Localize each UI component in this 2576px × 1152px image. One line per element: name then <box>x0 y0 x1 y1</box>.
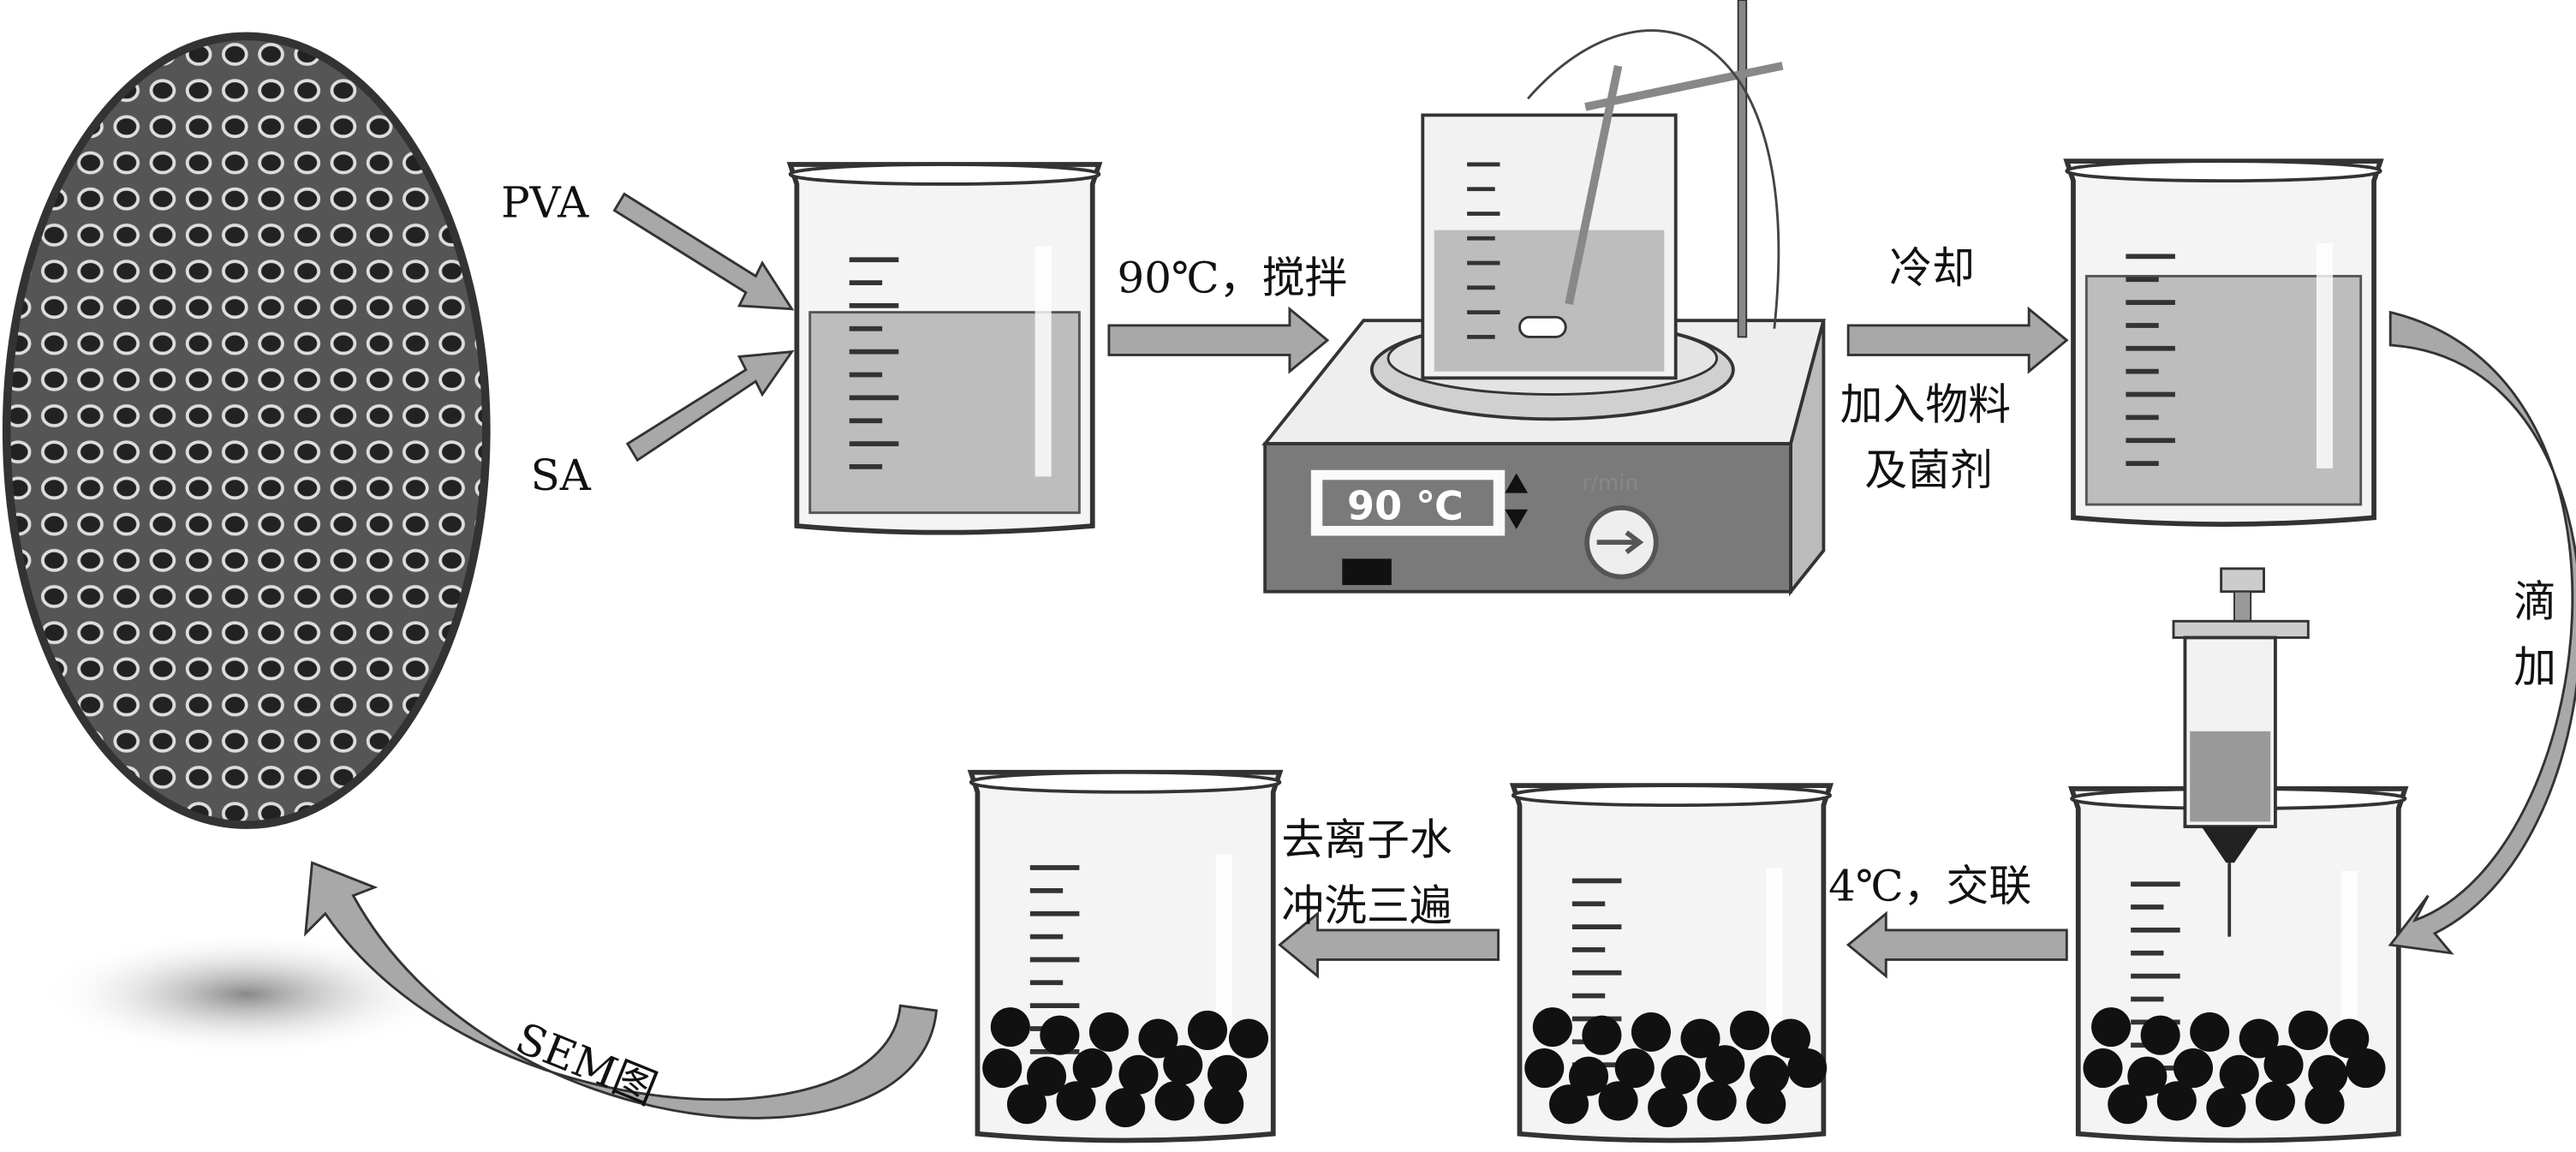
sem-micrograph <box>2 32 491 829</box>
label-add-material-1: 加入物料 <box>1840 379 2011 429</box>
hydrogel-bead <box>1163 1045 1203 1085</box>
temperature-up-down-icon <box>1505 473 1529 529</box>
label-heat-stir: 90℃，搅拌 <box>1117 254 1347 303</box>
hydrogel-bead <box>1228 1018 1268 1059</box>
hydrogel-bead <box>1705 1045 1745 1085</box>
hydrogel-bead <box>1787 1048 1828 1089</box>
hydrogel-bead <box>2329 1018 2370 1059</box>
magnetic-stirrer-hotplate: 90 ℃ r/min <box>1261 0 1826 597</box>
hydrogel-bead <box>1026 1056 1067 1096</box>
label-rinse-2: 冲洗三遍 <box>1281 880 1452 930</box>
beaker-rinsed-beads <box>967 769 1284 1143</box>
hydrogel-bead <box>1696 1081 1737 1121</box>
hydrogel-bead <box>2308 1054 2348 1095</box>
label-sa: SA <box>531 451 592 500</box>
hydrogel-bead <box>1569 1056 1609 1096</box>
arrow-to-rinse <box>1278 910 1500 979</box>
temperature-display: 90 ℃ <box>1347 482 1464 528</box>
hydrogel-bead <box>2190 1012 2230 1052</box>
stir-bar-icon <box>1518 315 1567 338</box>
hydrogel-bead <box>990 1007 1030 1048</box>
hydrogel-bead <box>1040 1015 1080 1055</box>
hydrogel-bead <box>1524 1048 1565 1089</box>
hydrogel-bead <box>1208 1054 1248 1095</box>
label-drip-1: 滴 <box>2513 577 2556 627</box>
hydrogel-bead <box>1631 1012 1671 1052</box>
hydrogel-bead <box>1138 1018 1178 1059</box>
hydrogel-bead <box>2156 1081 2197 1121</box>
arrow-sa <box>625 349 795 463</box>
hydrogel-bead <box>1614 1048 1655 1089</box>
hydrogel-bead <box>2174 1048 2214 1089</box>
arrow-to-sem <box>304 861 939 1119</box>
hydrogel-bead <box>1118 1054 1159 1095</box>
hydrogel-bead <box>2288 1010 2329 1050</box>
hydrogel-bead <box>1088 1012 1129 1052</box>
hydrogel-bead <box>1661 1054 1701 1095</box>
hydrogel-bead <box>2140 1015 2180 1055</box>
hydrogel-bead <box>2083 1048 2123 1089</box>
beaker-cooled-mixture <box>2063 158 2384 527</box>
hydrogel-bead <box>2346 1048 2386 1089</box>
label-add-material-2: 及菌剂 <box>1864 445 1993 495</box>
hydrogel-bead <box>2255 1081 2295 1121</box>
beaker-crosslinked-beads <box>1509 783 1834 1143</box>
hydrogel-bead <box>2108 1084 2148 1125</box>
beaker-crosslink <box>2068 786 2409 1143</box>
arrow-drip <box>2388 310 2576 955</box>
hydrogel-bead <box>1154 1081 1195 1121</box>
syringe-icon <box>2172 567 2310 937</box>
hydrogel-bead <box>1771 1018 1811 1059</box>
arrow-pva <box>612 192 795 311</box>
hydrogel-bead <box>1532 1007 1572 1048</box>
hydrogel-bead <box>2206 1088 2246 1128</box>
power-switch <box>1342 558 1392 586</box>
hydrogel-bead <box>982 1048 1023 1089</box>
hydrogel-bead <box>1680 1018 1720 1059</box>
hydrogel-bead <box>2305 1084 2345 1125</box>
label-sem: SEM图 <box>509 1013 664 1114</box>
hydrogel-bead <box>1549 1084 1589 1125</box>
label-drip-2: 加 <box>2513 642 2556 692</box>
label-pva: PVA <box>501 177 589 227</box>
hydrogel-bead <box>2239 1018 2279 1059</box>
hydrogel-bead <box>1746 1084 1786 1125</box>
sem-shadow <box>40 931 452 1057</box>
beaker-pva-sa <box>786 162 1103 535</box>
label-rinse-1: 去离子水 <box>1281 815 1452 865</box>
liquid <box>808 311 1081 515</box>
hydrogel-bead <box>2091 1007 2132 1048</box>
label-crosslink: 4℃，交联 <box>1828 861 2031 910</box>
hydrogel-bead <box>1072 1048 1112 1089</box>
hydrogel-bead <box>1598 1081 1638 1121</box>
arrow-to-hotplate <box>1107 306 1330 374</box>
arrow-to-crosslink <box>1846 910 2068 979</box>
label-cool: 冷却 <box>1889 243 1975 293</box>
hydrogel-bead <box>1730 1010 1770 1050</box>
hydrogel-bead <box>1187 1010 1228 1050</box>
hydrogel-bead <box>2263 1045 2304 1085</box>
liquid <box>2084 274 2363 506</box>
hydrogel-bead <box>1056 1081 1096 1121</box>
speed-unit-label: r/min <box>1582 470 1638 495</box>
hydrogel-bead <box>1204 1084 1244 1125</box>
hydrogel-bead <box>2127 1056 2168 1096</box>
hydrogel-bead <box>1006 1084 1046 1125</box>
hydrogel-bead <box>1106 1088 1146 1128</box>
hydrogel-bead <box>1648 1088 1688 1128</box>
arrow-to-cooling <box>1846 306 2069 374</box>
hydrogel-bead <box>1582 1015 1622 1055</box>
hydrogel-bead <box>2219 1054 2259 1095</box>
hydrogel-bead <box>1750 1054 1790 1095</box>
